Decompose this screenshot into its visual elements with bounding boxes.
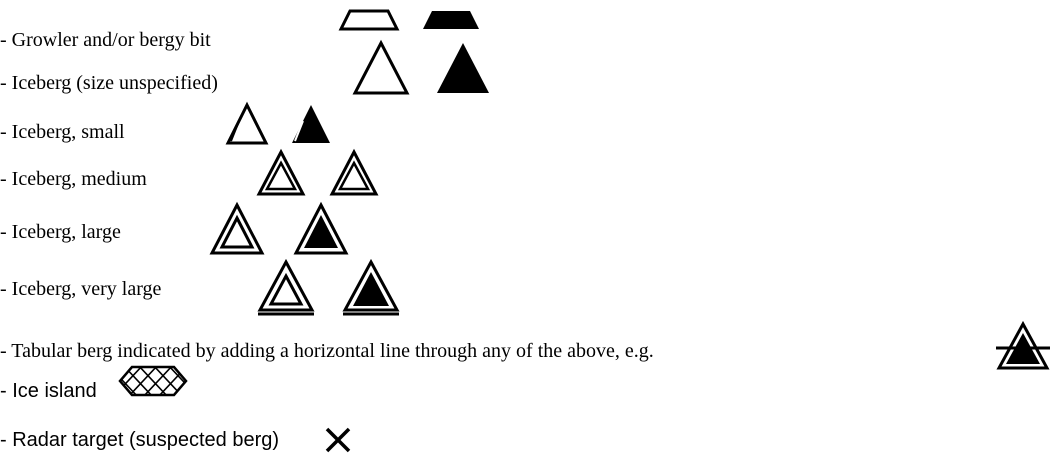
iceberg-medium-outline-icon [256, 148, 306, 196]
iceberg-small-outline-icon [225, 101, 269, 145]
iceberg-very-large-filled-icon [342, 258, 400, 316]
iceberg-outline-icon [352, 39, 410, 95]
legend-label: - Iceberg, very large [0, 278, 162, 300]
radar-target-icon [325, 427, 351, 453]
legend-label: - Radar target (suspected berg) [0, 429, 280, 451]
legend-label: - Iceberg, medium [0, 168, 147, 190]
legend-row-iceberg-medium: - Iceberg, medium [0, 145, 147, 191]
legend-row-tabular-berg: - Tabular berg indicated by adding a hor… [0, 317, 654, 363]
legend-row-iceberg-large: - Iceberg, large [0, 198, 121, 244]
legend-row-radar-target: - Radar target (suspected berg) [0, 406, 279, 452]
iceberg-very-large-outline-icon [257, 258, 315, 316]
legend-label: - Growler and/or bergy bit [0, 29, 211, 51]
legend-row-iceberg-small: - Iceberg, small [0, 98, 125, 144]
legend-row-iceberg-very-large: - Iceberg, very large [0, 255, 161, 301]
legend-label: - Iceberg (size unspecified) [0, 72, 218, 94]
iceberg-large-filled-icon [293, 201, 349, 255]
iceberg-medium-filled-icon [329, 148, 379, 196]
legend-label: - Ice island [0, 380, 97, 402]
tabular-berg-icon [996, 320, 1050, 370]
growler-filled-icon [423, 11, 479, 29]
legend-label: - Iceberg, small [0, 121, 125, 143]
legend-row-ice-island: - Ice island [0, 357, 97, 403]
legend-row-iceberg-unspecified: - Iceberg (size unspecified) [0, 49, 218, 95]
growler-outline-icon [338, 9, 400, 31]
iceberg-small-filled-icon [292, 105, 330, 143]
legend-row-growler: - Growler and/or bergy bit [0, 6, 211, 52]
iceberg-large-outline-icon [209, 201, 265, 255]
legend-label: - Iceberg, large [0, 221, 121, 243]
legend-label: - Tabular berg indicated by adding a hor… [0, 340, 654, 362]
ice-island-icon [118, 365, 188, 397]
iceberg-filled-icon [437, 43, 489, 93]
